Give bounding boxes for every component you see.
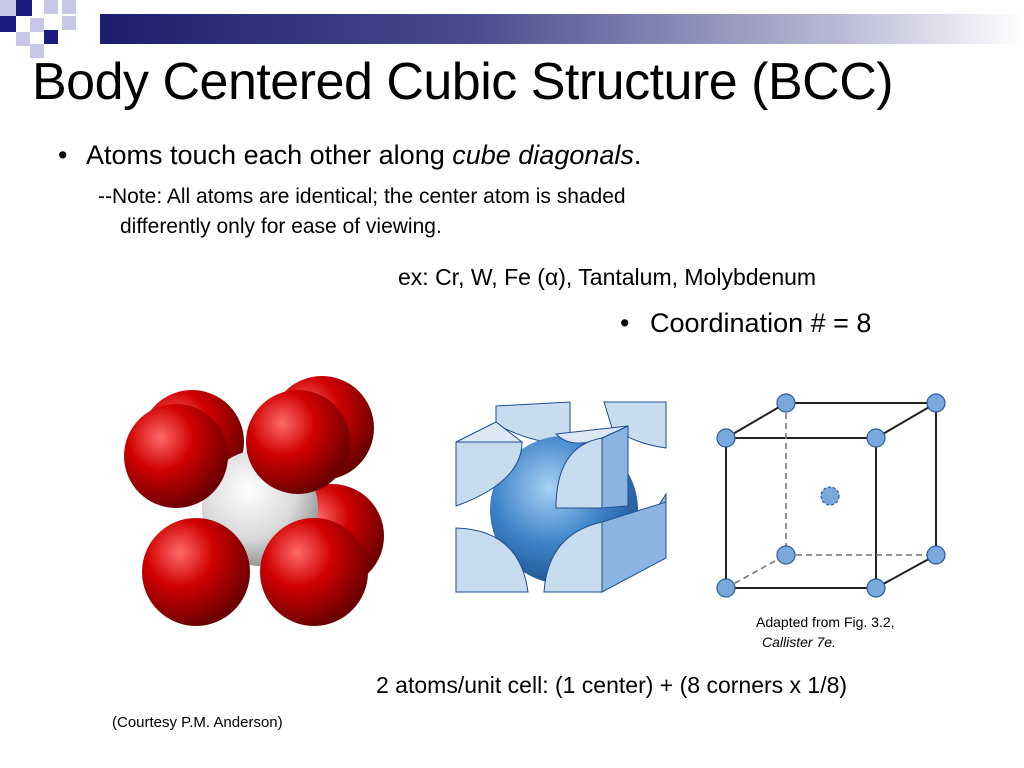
lattice-point (926, 393, 946, 413)
atoms-per-unit-cell: 2 atoms/unit cell: (1 center) + (8 corne… (376, 672, 848, 698)
corner-piece (455, 441, 523, 507)
lattice-wireframe-figure (716, 393, 946, 598)
bullet-coordination: • Coordination # = 8 (620, 308, 871, 339)
lattice-point (866, 578, 886, 598)
lattice-point (866, 428, 886, 448)
corner-piece (555, 437, 603, 509)
lattice-point (776, 545, 796, 565)
corner-piece (455, 421, 524, 443)
note-line-2: differently only for ease of viewing. (120, 215, 442, 238)
bullet-text-after: . (633, 140, 642, 170)
courtesy-credit: (Courtesy P.M. Anderson) (112, 714, 283, 731)
bullet-marker: • (58, 140, 68, 170)
caption-line-2: Callister 7e. (762, 634, 836, 650)
corner-piece (543, 521, 603, 593)
corner-atom (246, 390, 350, 494)
slide-title: Body Centered Cubic Structure (BCC) (32, 53, 894, 111)
lattice-point (776, 393, 796, 413)
hard-sphere-model-figure (124, 376, 384, 626)
bullet-cube-diagonals: • Atoms touch each other along cube diago… (58, 140, 641, 171)
examples-text: ex: Cr, W, Fe (α), Tantalum, Molybdenum (398, 264, 817, 290)
bullet-text-before: Atoms touch each other along (86, 140, 453, 170)
cube-front-face (725, 437, 877, 589)
corner-atom (124, 404, 228, 508)
lattice-point (926, 545, 946, 565)
center-lattice-point (820, 486, 840, 506)
lattice-point (716, 428, 736, 448)
title-gradient-bar (100, 14, 1024, 44)
corner-atom (260, 518, 368, 626)
corner-atom (142, 518, 250, 626)
bullet-text-emphasis: cube diagonals (452, 140, 634, 170)
corner-piece (601, 501, 667, 593)
lattice-point (716, 578, 736, 598)
caption-line-1: Adapted from Fig. 3.2, (756, 614, 895, 630)
note-block: --Note: All atoms are identical; the cen… (98, 182, 626, 242)
title-decoration-bar (0, 0, 1024, 60)
note-line-1: --Note: All atoms are identical; the cen… (98, 185, 626, 208)
coordination-text: Coordination # = 8 (650, 308, 872, 338)
figure-caption: Adapted from Fig. 3.2, Callister 7e. (756, 612, 895, 652)
corner-piece (455, 527, 529, 593)
bullet-marker: • (620, 308, 630, 338)
unit-cell-sphere-figure (455, 401, 667, 593)
corner-piece (601, 425, 629, 509)
